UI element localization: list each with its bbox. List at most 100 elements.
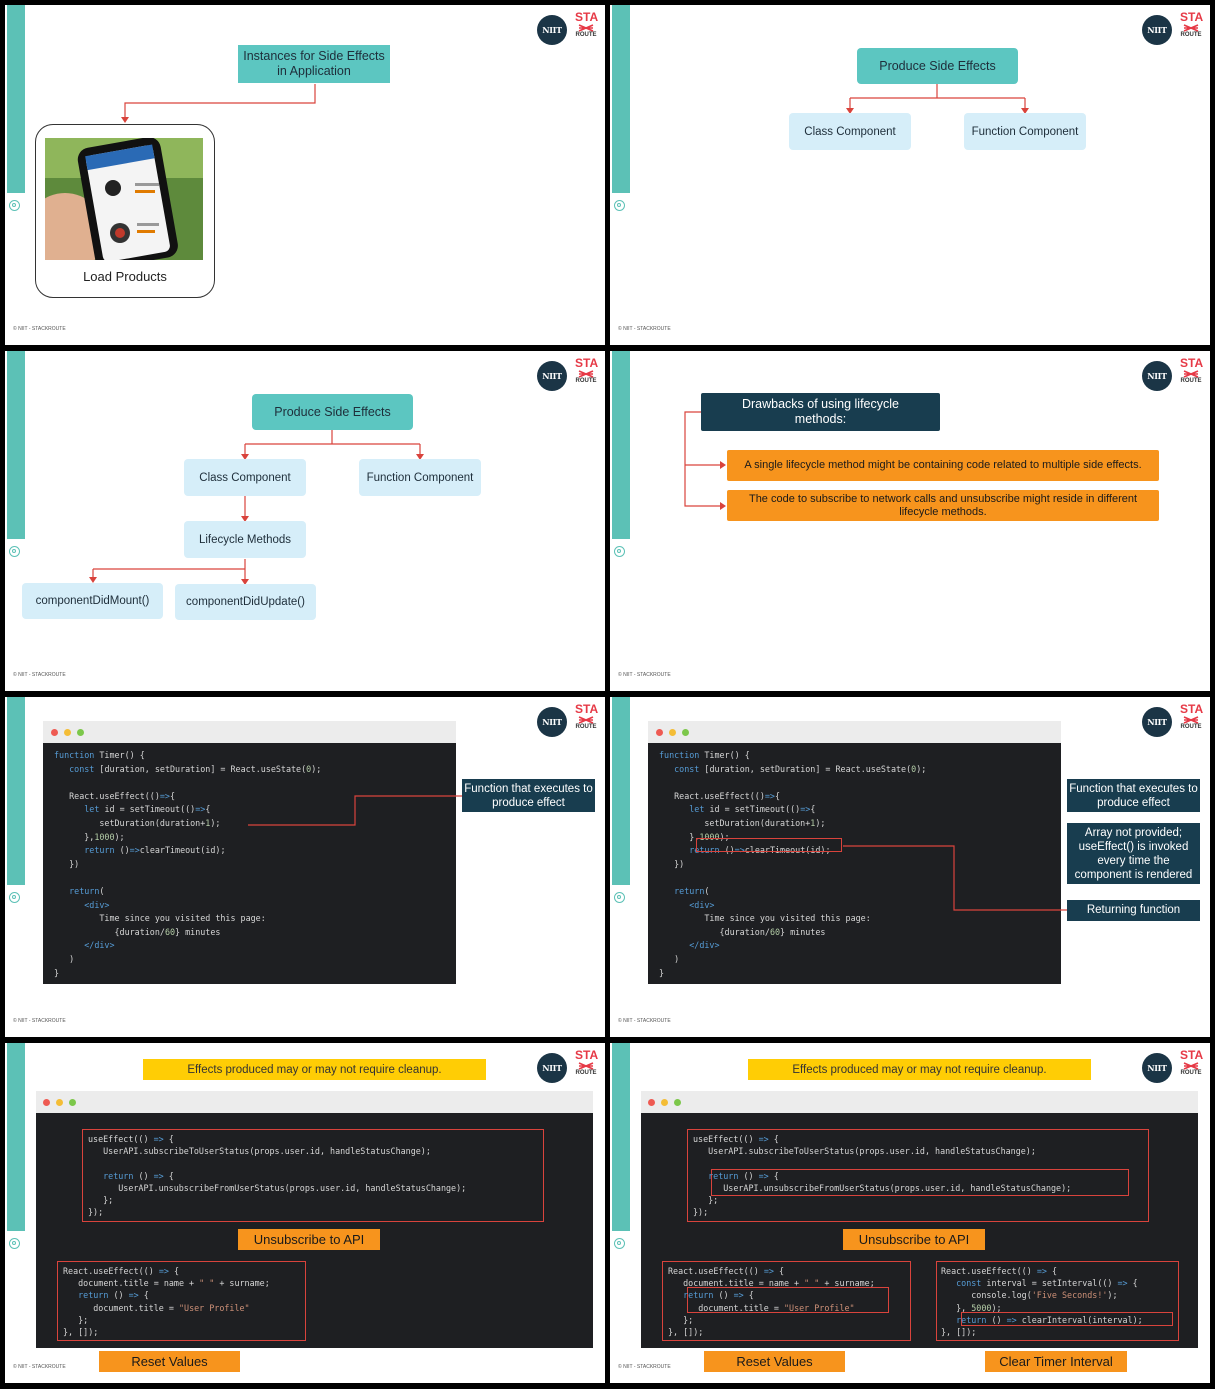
close-dot-icon: [43, 1099, 50, 1106]
subscribe-snippet-box: [82, 1129, 544, 1222]
side-bar: [612, 697, 630, 885]
stackroute-mark-icon: [578, 716, 594, 724]
connector-lines: [684, 411, 726, 510]
close-dot-icon: [656, 729, 663, 736]
slide-6: NIIT STA ROUTE function Timer() { const …: [610, 697, 1210, 1037]
slide-5: NIIT STA ROUTE function Timer() { const …: [5, 697, 605, 1037]
slide-2: NIIT STA ROUTE Produce Side Effects Clas…: [610, 5, 1210, 345]
load-products-label: Load Products: [83, 269, 167, 284]
code-window: function Timer() { const [duration, setD…: [648, 721, 1061, 984]
cleanup-banner: Effects produced may or may not require …: [143, 1059, 486, 1080]
niit-logo: NIIT: [537, 1053, 567, 1083]
interval-return-highlight: [961, 1312, 1173, 1326]
component-did-mount-box: componentDidMount(): [22, 583, 163, 619]
class-component-box: Class Component: [184, 459, 306, 496]
niit-logo: NIIT: [1142, 361, 1172, 391]
connector-lines: [89, 430, 424, 585]
slide-3: NIIT STA ROUTE Produce Side Effects Clas…: [5, 351, 605, 691]
stackroute-mark-icon: [1183, 370, 1199, 378]
reset-snippet-box: [57, 1261, 306, 1341]
niit-logo: NIIT: [537, 15, 567, 45]
phone-photo-image: [45, 138, 203, 260]
stackroute-mark-icon: [1183, 24, 1199, 32]
stackroute-mark-icon: [578, 1062, 594, 1070]
footer-text: © NIIT - STACKROUTE: [618, 1364, 671, 1370]
effect-function-callout: Function that executes to produce effect: [462, 779, 595, 812]
reset-values-label: Reset Values: [704, 1351, 845, 1372]
stackroute-mark-icon: [578, 370, 594, 378]
produce-side-effects-box: Produce Side Effects: [857, 48, 1018, 84]
stackroute-logo: STA ROUTE: [575, 10, 599, 38]
niit-logo: NIIT: [1142, 1053, 1172, 1083]
drawback-1: A single lifecycle method might be conta…: [727, 450, 1159, 481]
window-title-bar: [43, 721, 456, 743]
side-bar: [7, 5, 25, 193]
niit-logo: NIIT: [1142, 707, 1172, 737]
niit-logo: NIIT: [537, 707, 567, 737]
window-title-bar: [36, 1091, 593, 1113]
subscribe-code: useEffect(() => { UserAPI.subscribeToUse…: [693, 1134, 1072, 1218]
slide-7: NIIT STA ROUTE Effects produced may or m…: [5, 1043, 605, 1383]
reset-snippet-box: [662, 1261, 911, 1341]
function-component-box: Function Component: [359, 459, 481, 496]
reset-return-highlight: [687, 1287, 889, 1313]
code-window: useEffect(() => { UserAPI.subscribeToUse…: [36, 1091, 593, 1348]
load-products-card: Load Products: [35, 124, 215, 298]
side-bar: [612, 351, 630, 539]
side-bar: [7, 697, 25, 885]
ring-icon: [9, 1238, 20, 1249]
interval-snippet-box: [936, 1261, 1179, 1341]
niit-logo: NIIT: [537, 361, 567, 391]
ring-icon: [614, 892, 625, 903]
stackroute-logo: STA ROUTE: [1180, 1048, 1204, 1076]
maximize-dot-icon: [674, 1099, 681, 1106]
side-bar: [7, 1043, 25, 1231]
reset-code: React.useEffect(() => { document.title =…: [63, 1266, 270, 1338]
ring-icon: [9, 200, 20, 211]
stackroute-logo: STA ROUTE: [575, 702, 599, 730]
function-component-box: Function Component: [964, 113, 1086, 150]
unsubscribe-label: Unsubscribe to API: [843, 1229, 985, 1250]
code-window: useEffect(() => { UserAPI.subscribeToUse…: [641, 1091, 1198, 1348]
footer-text: © NIIT - STACKROUTE: [618, 326, 671, 332]
effect-function-callout: Function that executes to produce effect: [1067, 779, 1200, 812]
clear-timer-label: Clear Timer Interval: [985, 1351, 1127, 1372]
stackroute-logo: STA ROUTE: [1180, 10, 1204, 38]
footer-text: © NIIT - STACKROUTE: [618, 1018, 671, 1024]
connector-lines: [846, 84, 1029, 114]
stackroute-mark-icon: [1183, 716, 1199, 724]
code-block: function Timer() { const [duration, setD…: [659, 750, 927, 978]
footer-text: © NIIT - STACKROUTE: [13, 326, 66, 332]
reset-code: React.useEffect(() => { document.title =…: [668, 1266, 875, 1338]
subscribe-code: useEffect(() => { UserAPI.subscribeToUse…: [88, 1134, 467, 1218]
ring-icon: [9, 892, 20, 903]
class-component-box: Class Component: [789, 113, 911, 150]
minimize-dot-icon: [64, 729, 71, 736]
footer-text: © NIIT - STACKROUTE: [13, 1364, 66, 1370]
ring-icon: [614, 200, 625, 211]
stackroute-logo: STA ROUTE: [575, 356, 599, 384]
cleanup-banner: Effects produced may or may not require …: [748, 1059, 1091, 1080]
code-block: function Timer() { const [duration, setD…: [54, 750, 322, 978]
footer-text: © NIIT - STACKROUTE: [618, 672, 671, 678]
window-title-bar: [641, 1091, 1198, 1113]
ring-icon: [614, 546, 625, 557]
connector-lines: [248, 795, 462, 826]
close-dot-icon: [51, 729, 58, 736]
side-bar: [7, 351, 25, 539]
return-highlight: [696, 838, 842, 852]
stackroute-logo: STA ROUTE: [1180, 356, 1204, 384]
slide-1: NIIT STA ROUTE Instances for Side Effect…: [5, 5, 605, 345]
close-dot-icon: [648, 1099, 655, 1106]
niit-logo: NIIT: [1142, 15, 1172, 45]
component-did-update-box: componentDidUpdate(): [175, 584, 316, 620]
ring-icon: [9, 546, 20, 557]
reset-values-label: Reset Values: [99, 1351, 240, 1372]
array-not-provided-callout: Array not provided; useEffect() is invok…: [1067, 823, 1200, 884]
side-bar: [612, 1043, 630, 1231]
slide-8: NIIT STA ROUTE Effects produced may or m…: [610, 1043, 1210, 1383]
lifecycle-methods-box: Lifecycle Methods: [184, 521, 306, 558]
minimize-dot-icon: [56, 1099, 63, 1106]
side-bar: [612, 5, 630, 193]
interval-code: React.useEffect(() => { const interval =…: [941, 1266, 1143, 1338]
